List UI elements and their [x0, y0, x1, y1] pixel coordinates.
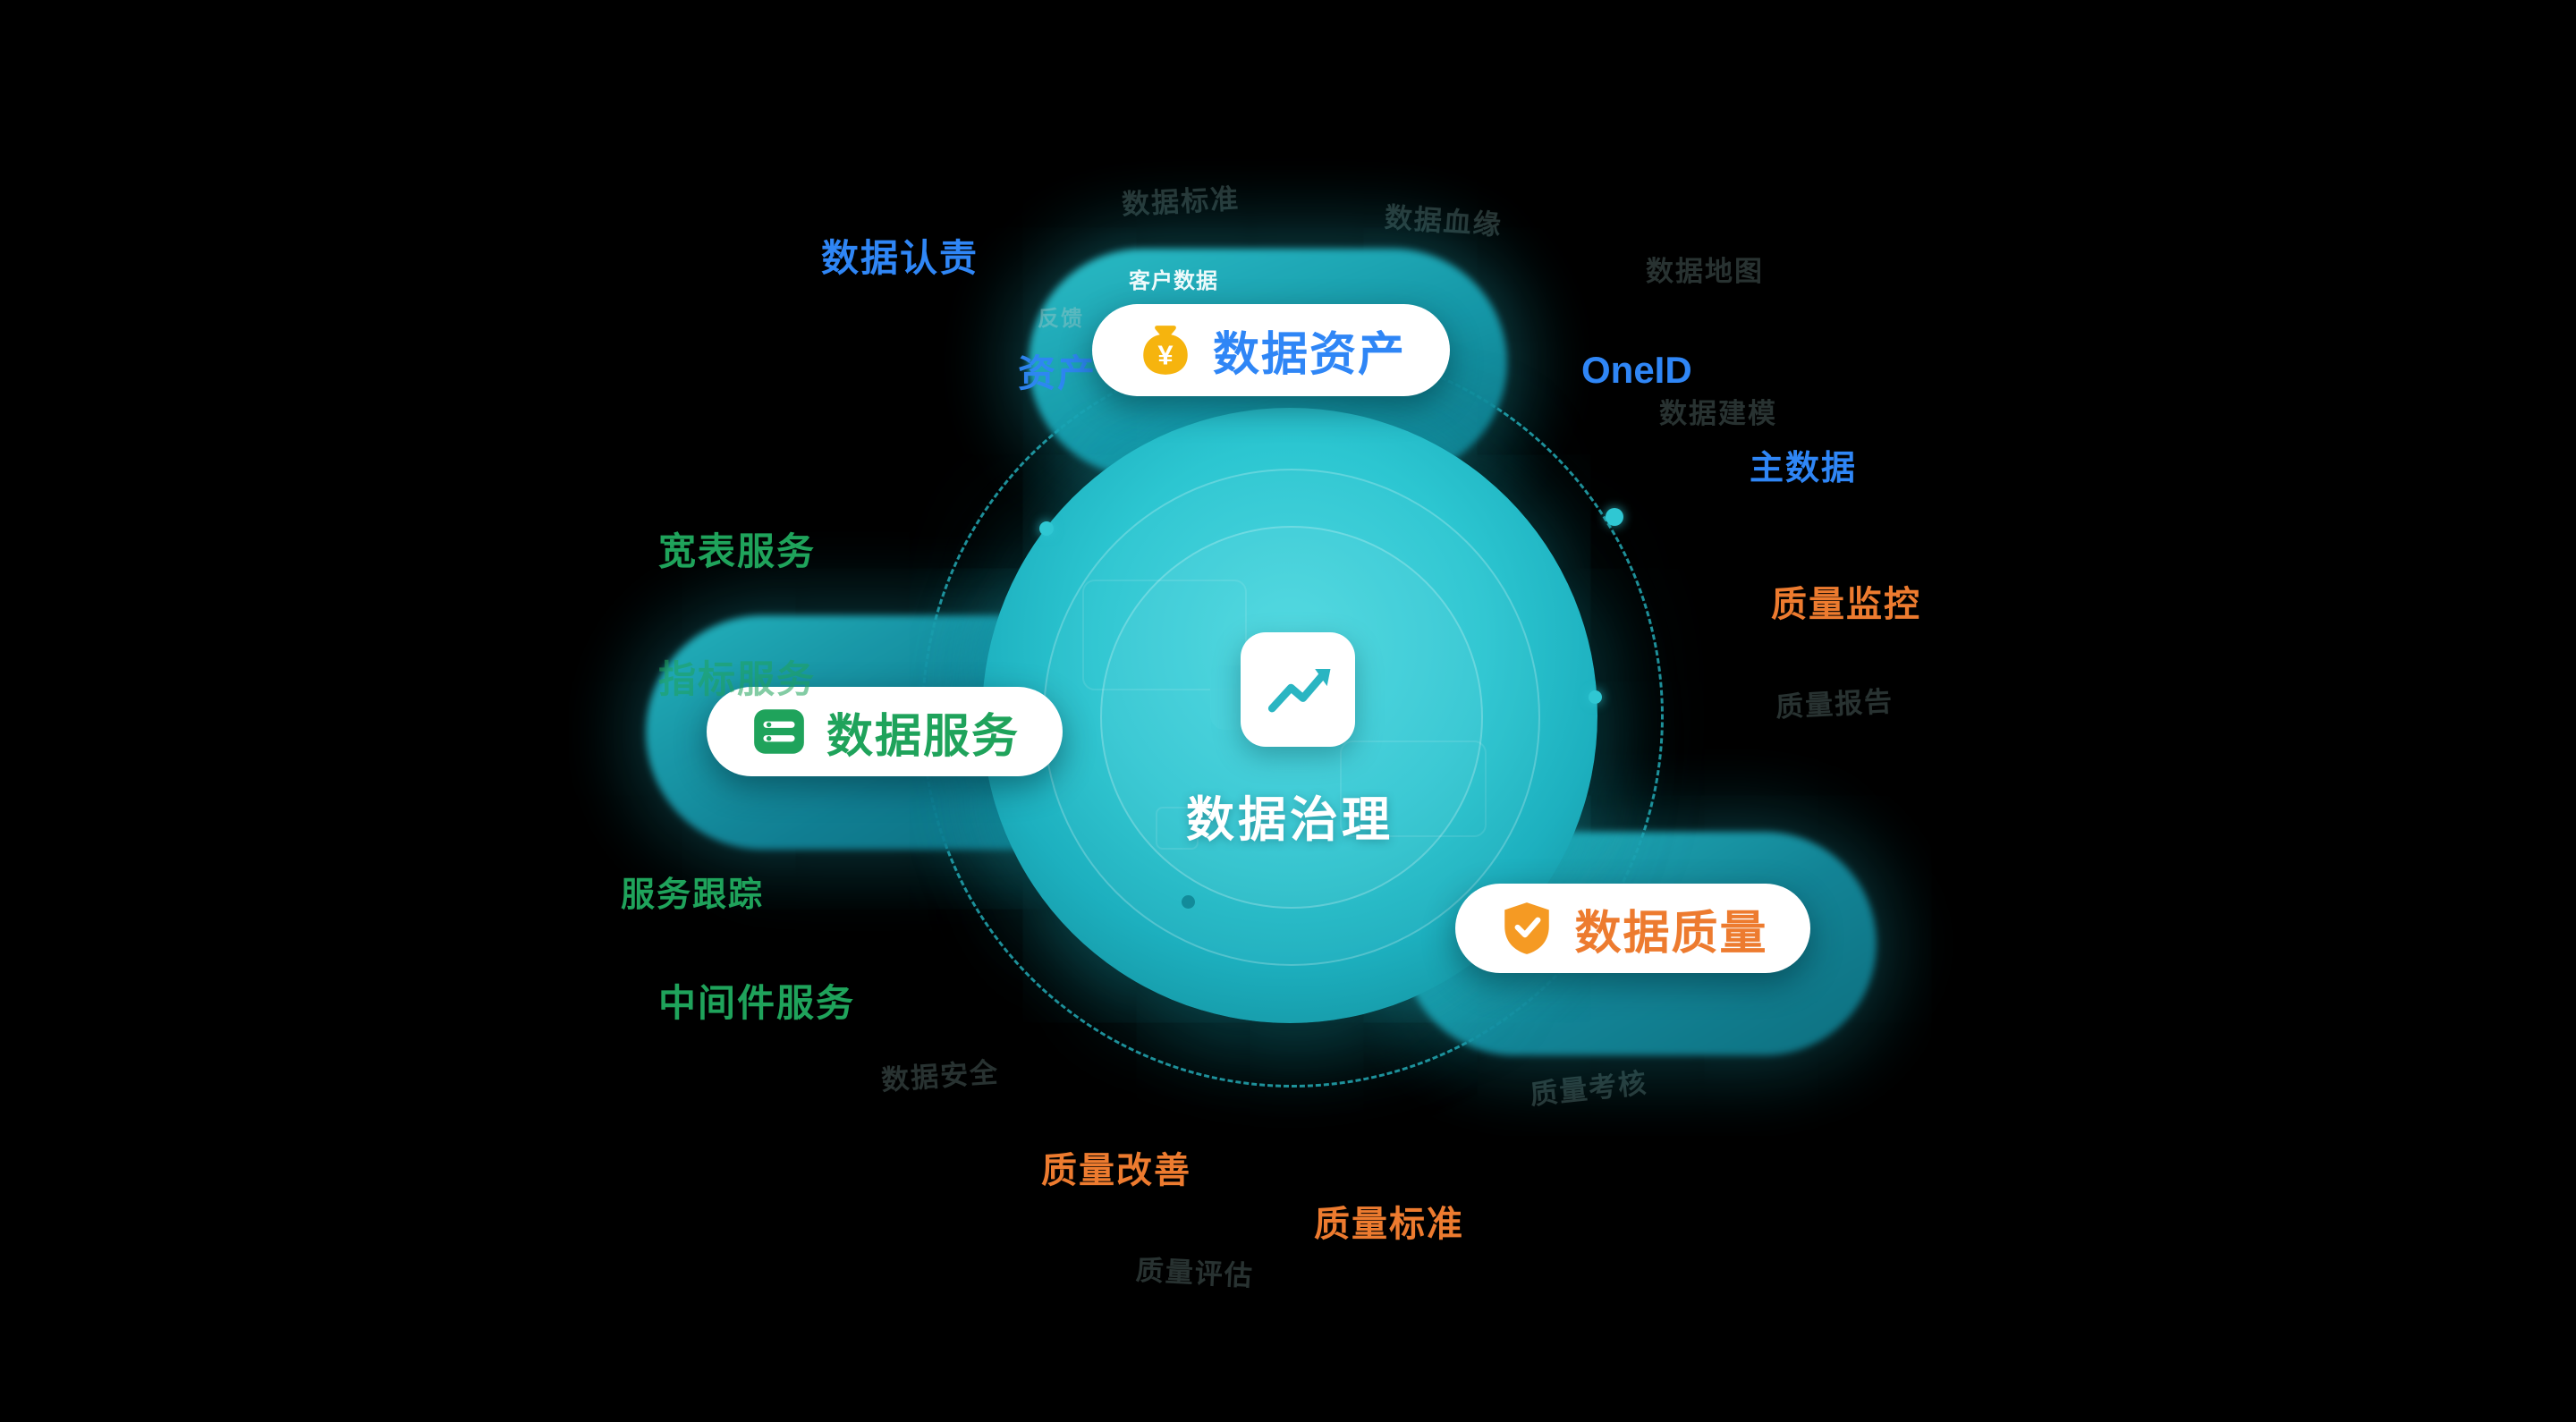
- center-title: 数据治理: [1186, 793, 1394, 847]
- svg-text:¥: ¥: [1157, 339, 1174, 370]
- chart-line-document-icon: [1241, 632, 1355, 747]
- label-indicator-service: 指标服务: [658, 658, 817, 700]
- faint-label: 数据标准: [1121, 182, 1241, 221]
- orbit-dot: [1589, 690, 1602, 704]
- label-quality-standard: 质量标准: [1314, 1205, 1464, 1244]
- server-icon: [750, 702, 809, 761]
- money-bag-icon: ¥: [1136, 321, 1195, 380]
- label-wide-table-service: 宽表服务: [658, 530, 817, 572]
- label-customer-data: 客户数据: [1129, 269, 1218, 293]
- label-middleware-service: 中间件服务: [658, 982, 856, 1024]
- faint-label: 质量考核: [1528, 1067, 1649, 1111]
- faint-label: 反馈: [1038, 307, 1084, 331]
- faint-label: 质量评估: [1135, 1254, 1255, 1292]
- label-data-responsibility: 数据认责: [821, 237, 979, 279]
- orbit-dot: [1606, 508, 1623, 526]
- faint-label: 数据安全: [880, 1056, 1001, 1096]
- faint-label: 质量报告: [1775, 685, 1894, 724]
- data-service-pill: 数据服务: [707, 687, 1063, 776]
- orbit-dot: [1182, 895, 1195, 909]
- label-service-tracking: 服务跟踪: [621, 876, 765, 914]
- faint-label: 数据血缘: [1383, 201, 1504, 241]
- faint-label: 数据地图: [1646, 256, 1764, 287]
- label-oneid: OneID: [1581, 349, 1692, 391]
- label-quality-improvement: 质量改善: [1041, 1151, 1191, 1190]
- shield-check-icon: [1497, 899, 1556, 958]
- data-quality-label: 数据质量: [1574, 907, 1768, 960]
- data-quality-pill: 数据质量: [1455, 884, 1810, 973]
- label-master-data: 主数据: [1750, 450, 1858, 487]
- data-asset-pill: ¥ 数据资产: [1092, 304, 1450, 396]
- data-service-label: 数据服务: [826, 710, 1020, 763]
- circuit-decoration: [1340, 741, 1487, 837]
- circuit-decoration: [1082, 580, 1247, 690]
- label-asset-partial: 资产: [1018, 352, 1097, 394]
- label-quality-monitoring: 质量监控: [1771, 585, 1921, 624]
- data-asset-label: 数据资产: [1212, 329, 1406, 381]
- faint-label: 数据建模: [1659, 398, 1777, 429]
- circuit-decoration: [1156, 807, 1199, 850]
- orbit-dot: [1039, 521, 1054, 536]
